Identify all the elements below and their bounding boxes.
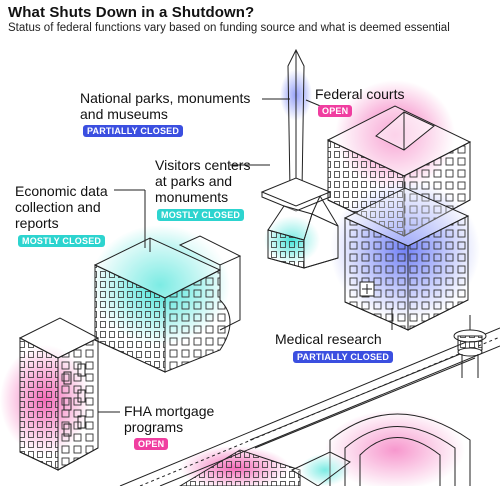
page-subtitle: Status of federal functions vary based o… xyxy=(8,22,450,34)
badge-parks-status: PARTIALLY CLOSED xyxy=(83,125,184,137)
label-parks-line-1: National parks, monuments xyxy=(80,90,251,106)
fha-townhouse xyxy=(18,317,100,471)
label-economic-line-2: collection and xyxy=(15,199,101,215)
bottom-middle-building xyxy=(179,449,351,486)
label-medical: Medical research xyxy=(275,331,382,347)
glow-bottom-cyan xyxy=(300,454,350,486)
label-economic: Economic data collection and reports xyxy=(15,183,108,231)
federal-courts-building xyxy=(326,105,472,237)
label-economic-line-1: Economic data xyxy=(15,183,108,199)
clock-tower xyxy=(453,315,487,378)
label-visitors-line-2: at parks and xyxy=(155,173,233,189)
label-visitors-line-1: Visitors centers xyxy=(155,157,251,173)
label-fha-line-1: FHA mortgage xyxy=(124,403,215,419)
badge-fha-status: OPEN xyxy=(134,438,169,450)
label-parks: National parks, monuments and museums xyxy=(80,90,250,122)
label-fha-line-2: programs xyxy=(124,419,184,435)
label-courts: Federal courts xyxy=(315,86,405,102)
monument-obelisk xyxy=(260,48,332,212)
medical-research-building xyxy=(343,187,470,331)
street-and-rail xyxy=(119,327,500,486)
label-visitors: Visitors centers at parks and monuments xyxy=(155,157,250,205)
label-fha: FHA mortgage programs xyxy=(124,403,214,435)
badge-economic-status: MOSTLY CLOSED xyxy=(18,235,106,247)
visitors-center-house xyxy=(267,195,339,269)
label-visitors-line-3: monuments xyxy=(155,189,229,205)
capitol-dome xyxy=(329,413,471,486)
label-economic-line-3: reports xyxy=(15,215,59,231)
badge-courts-status: OPEN xyxy=(318,105,353,117)
label-parks-line-2: and museums xyxy=(80,106,168,122)
page-title: What Shuts Down in a Shutdown? xyxy=(8,4,255,21)
badge-visitors-status: MOSTLY CLOSED xyxy=(157,209,245,221)
economic-data-building xyxy=(93,235,242,373)
badge-medical-status: PARTIALLY CLOSED xyxy=(293,351,394,363)
